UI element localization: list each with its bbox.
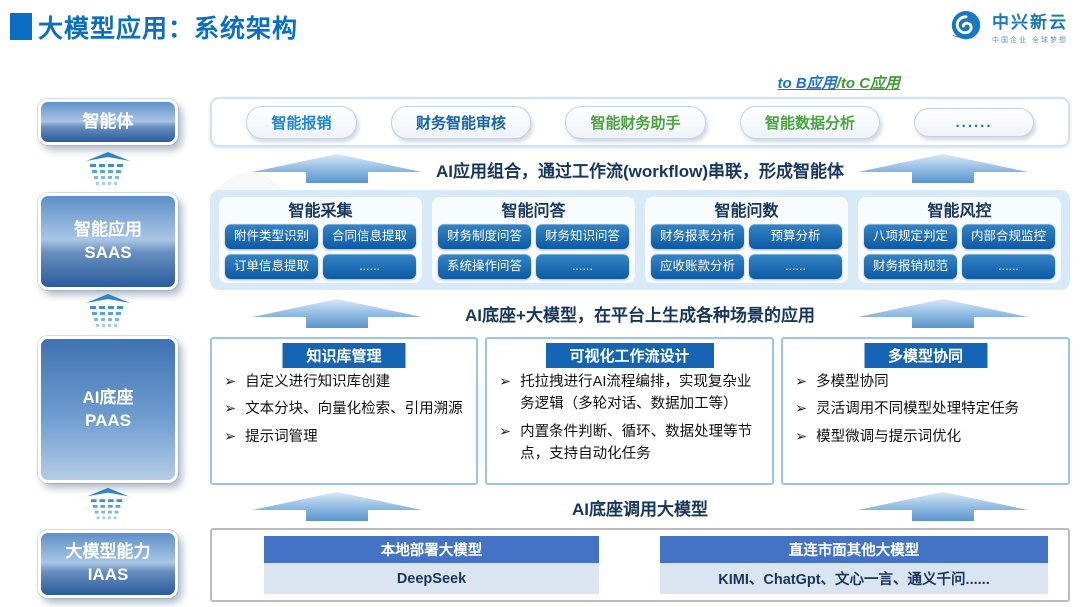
app-button-expense: 智能报销	[246, 105, 357, 139]
up-arrow-icon	[252, 492, 422, 521]
saas-chip: 订单信息提取	[225, 254, 318, 279]
saas-group-title: 智能采集	[288, 203, 353, 220]
layer-box-iaas: 大模型能力 IAAS	[38, 530, 178, 598]
bullet-text: 灵活调用不同模型处理特定任务	[816, 401, 1020, 418]
bullet-text: 模型微调与提示词优化	[816, 428, 962, 445]
bullet-arrow-icon: ➢	[224, 428, 237, 445]
brand-tagline: 中国企业 全球梦想	[992, 36, 1068, 44]
bullet-text: 内置条件判断、循环、数据处理等节点，支持自动化任务	[520, 423, 753, 463]
saas-chip: 八项规定判定	[864, 224, 957, 249]
external-model-table: 直连市面其他大模型 KIMI、ChatGpt、文心一言、通义千问......	[660, 536, 1048, 594]
saas-group-collect: 智能采集 附件类型识别 合同信息提取 订单信息提取 ......	[219, 197, 422, 283]
bullet-text: 文本分块、向量化检索、引用溯源	[245, 401, 463, 418]
saas-chip: 附件类型识别	[225, 224, 318, 249]
cloud-logo-icon	[951, 11, 981, 40]
bullet-arrow-icon: ➢	[499, 374, 512, 390]
saas-chip: 应收账款分析	[651, 254, 744, 279]
layer-box-saas: 智能应用 SAAS	[38, 193, 178, 290]
saas-chip: ......	[536, 254, 629, 279]
flow-caption: AI底座+大模型，在平台上生成各种场景的应用	[465, 306, 815, 325]
table-cell: DeepSeek	[264, 563, 599, 594]
up-arrow-icon	[858, 154, 1028, 183]
saas-group-risk: 智能风控 八项规定判定 内部合规监控 财务报销规范 ......	[858, 197, 1061, 283]
saas-group-data-query: 智能问数 财务报表分析 预算分析 应收账款分析 ......	[645, 197, 848, 283]
up-arrow-icon	[252, 298, 422, 328]
saas-apps-row: 智能采集 附件类型识别 合同信息提取 订单信息提取 ...... 智能问答 财务…	[210, 190, 1070, 290]
flow-caption: AI应用组合，通过工作流(workflow)串联，形成智能体	[436, 161, 844, 181]
bullet-text: 多模型协同	[816, 374, 889, 390]
saas-chip: ......	[962, 254, 1055, 279]
brand-name: 中兴新云	[992, 12, 1068, 32]
building-icon	[86, 294, 130, 327]
bullet-text: 提示词管理	[245, 428, 318, 445]
building-icon	[86, 152, 130, 185]
paas-card-title: 可视化工作流设计	[545, 343, 714, 368]
paas-card-workflow: 可视化工作流设计 ➢ 托拉拽进行AI流程编排，实现复杂业务逻辑（多轮对话、数据加工…	[485, 337, 774, 485]
flow-caption: AI底座调用大模型	[572, 499, 708, 519]
saas-group-title: 智能风控	[927, 203, 992, 220]
flow-band-3: AI底座调用大模型	[210, 487, 1070, 527]
saas-chip: 财务知识问答	[536, 224, 629, 249]
brand-logo: 中兴新云 中国企业 全球梦想	[946, 6, 1068, 46]
to-bc-annotation: to B应用/to C应用	[778, 72, 901, 93]
saas-chip: 财务制度问答	[438, 224, 531, 249]
saas-chip: 系统操作问答	[438, 254, 531, 279]
saas-group-title: 智能问数	[714, 203, 779, 220]
app-button-analysis: 智能数据分析	[739, 105, 880, 139]
up-arrow-icon	[252, 154, 422, 183]
iaas-models-row: 本地部署大模型 DeepSeek 直连市面其他大模型 KIMI、ChatGpt、…	[210, 528, 1070, 602]
paas-card-title: 知识库管理	[282, 343, 406, 368]
building-icon	[87, 487, 129, 520]
agent-apps-row: 智能报销 财务智能审核 智能财务助手 智能数据分析 ......	[210, 97, 1070, 147]
app-button-more: ......	[914, 107, 1034, 137]
saas-chip: ......	[323, 254, 416, 279]
bullet-arrow-icon: ➢	[499, 423, 512, 440]
bullet-arrow-icon: ➢	[795, 401, 808, 418]
bullet-arrow-icon: ➢	[224, 401, 237, 418]
layer-box-paas: AI底座 PAAS	[38, 336, 178, 483]
local-model-table: 本地部署大模型 DeepSeek	[264, 536, 599, 594]
bullet-arrow-icon: ➢	[795, 428, 808, 445]
saas-group-title: 智能问答	[501, 203, 566, 220]
bullet-arrow-icon: ➢	[224, 374, 237, 390]
flow-band-1: AI应用组合，通过工作流(workflow)串联，形成智能体	[210, 149, 1070, 189]
layer-box-agent: 智能体	[38, 99, 178, 145]
saas-chip: 财务报销规范	[864, 254, 957, 279]
bullet-text: 自定义进行知识库创建	[245, 374, 391, 390]
saas-group-qa: 智能问答 财务制度问答 财务知识问答 系统操作问答 ......	[432, 197, 635, 283]
table-header: 本地部署大模型	[264, 536, 599, 563]
app-button-audit: 财务智能审核	[390, 105, 531, 139]
saas-chip: ......	[749, 254, 842, 279]
up-arrow-icon	[858, 492, 1028, 521]
title-marker	[10, 13, 32, 40]
table-cell: KIMI、ChatGpt、文心一言、通义千问......	[660, 563, 1048, 594]
to-b-label: to B应用	[777, 75, 837, 92]
table-header: 直连市面其他大模型	[660, 536, 1048, 563]
up-arrow-icon	[858, 298, 1028, 328]
to-c-label: /to C应用	[836, 75, 900, 92]
paas-card-knowledge: 知识库管理 ➢ 自定义进行知识库创建 ➢ 文本分块、向量化检索、引用溯源 ➢ 提示词管…	[210, 337, 478, 485]
bullet-text: 托拉拽进行AI流程编排，实现复杂业务逻辑（多轮对话、数据加工等）	[520, 374, 752, 413]
saas-chip: 内部合规监控	[962, 224, 1055, 249]
saas-chip: 合同信息提取	[323, 224, 416, 249]
saas-chip: 财务报表分析	[651, 224, 744, 249]
page-title: 大模型应用：系统架构	[38, 15, 299, 43]
paas-card-title: 多模型协同	[863, 343, 988, 368]
saas-chip: 预算分析	[749, 224, 842, 249]
flow-band-2: AI底座+大模型，在平台上生成各种场景的应用	[210, 292, 1070, 335]
paas-card-multimodel: 多模型协同 ➢ 多模型协同 ➢ 灵活调用不同模型处理特定任务 ➢ 模型微调与提示词优化	[781, 337, 1070, 485]
paas-capabilities-row: 知识库管理 ➢ 自定义进行知识库创建 ➢ 文本分块、向量化检索、引用溯源 ➢ 提示词管…	[210, 337, 1070, 485]
bullet-arrow-icon: ➢	[795, 374, 808, 390]
app-button-assistant: 智能财务助手	[565, 105, 706, 139]
